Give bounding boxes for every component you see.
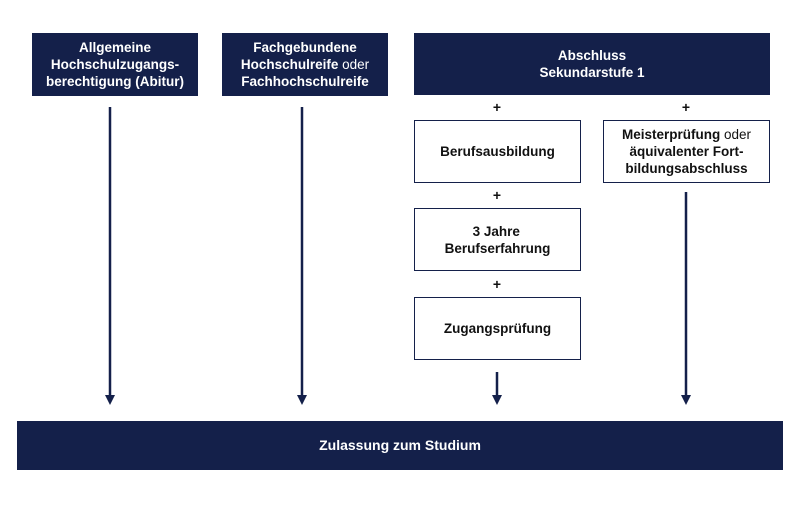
box-meister-line2: äquivalenter Fort- xyxy=(629,144,744,159)
box-abitur: Allgemeine Hochschulzugangs- berechtigun… xyxy=(32,33,198,96)
box-sekundarstufe: Abschluss Sekundarstufe 1 xyxy=(414,33,770,95)
plus-sign-2: + xyxy=(681,99,691,115)
box-erfahrung-line2: Berufserfahrung xyxy=(444,240,551,256)
box-erfahrung-line1: 3 Jahre xyxy=(472,223,520,239)
box-meisterpruefung: Meisterprüfung oder äquivalenter Fort- b… xyxy=(603,120,770,183)
box-fachgebunden-line2: Hochschulreife oder xyxy=(241,56,369,73)
box-berufserfahrung: 3 Jahre Berufserfahrung xyxy=(414,208,581,271)
box-sek1-line2: Sekundarstufe 1 xyxy=(539,65,645,80)
plus-sign-3: + xyxy=(492,187,502,203)
box-fachgebunden-line2a: Hochschulreife xyxy=(240,57,339,72)
plus-sign-1: + xyxy=(492,99,502,115)
box-fachgebunden-line1: Fachgebundene xyxy=(253,40,357,55)
box-sek1-line1: Abschluss xyxy=(557,48,627,63)
box-berufsausbildung-label: Berufsausbildung xyxy=(440,144,555,159)
box-zulassung-label: Zulassung zum Studium xyxy=(319,437,481,453)
box-zulassung: Zulassung zum Studium xyxy=(17,421,783,470)
plus-sign-4: + xyxy=(492,276,502,292)
box-abitur-line1: Allgemeine xyxy=(78,40,152,55)
box-meister-line1: Meisterprüfung oder xyxy=(622,126,751,143)
box-meister-line1a: Meisterprüfung xyxy=(621,127,721,142)
box-abitur-line3: berechtigung (Abitur) xyxy=(46,74,184,89)
box-berufsausbildung: Berufsausbildung xyxy=(414,120,581,183)
box-abitur-line2: Hochschulzugangs- xyxy=(50,57,180,72)
box-zugang-label: Zugangsprüfung xyxy=(443,321,552,336)
box-meister-line1b: oder xyxy=(720,127,752,142)
box-fachgebunden: Fachgebundene Hochschulreife oder Fachho… xyxy=(222,33,388,96)
box-fachgebunden-line3: Fachhochschulreife xyxy=(241,74,369,89)
box-zugangspruefung: Zugangsprüfung xyxy=(414,297,581,360)
box-fachgebunden-line2b: oder xyxy=(338,57,370,72)
box-meister-line3: bildungsabschluss xyxy=(625,161,748,176)
